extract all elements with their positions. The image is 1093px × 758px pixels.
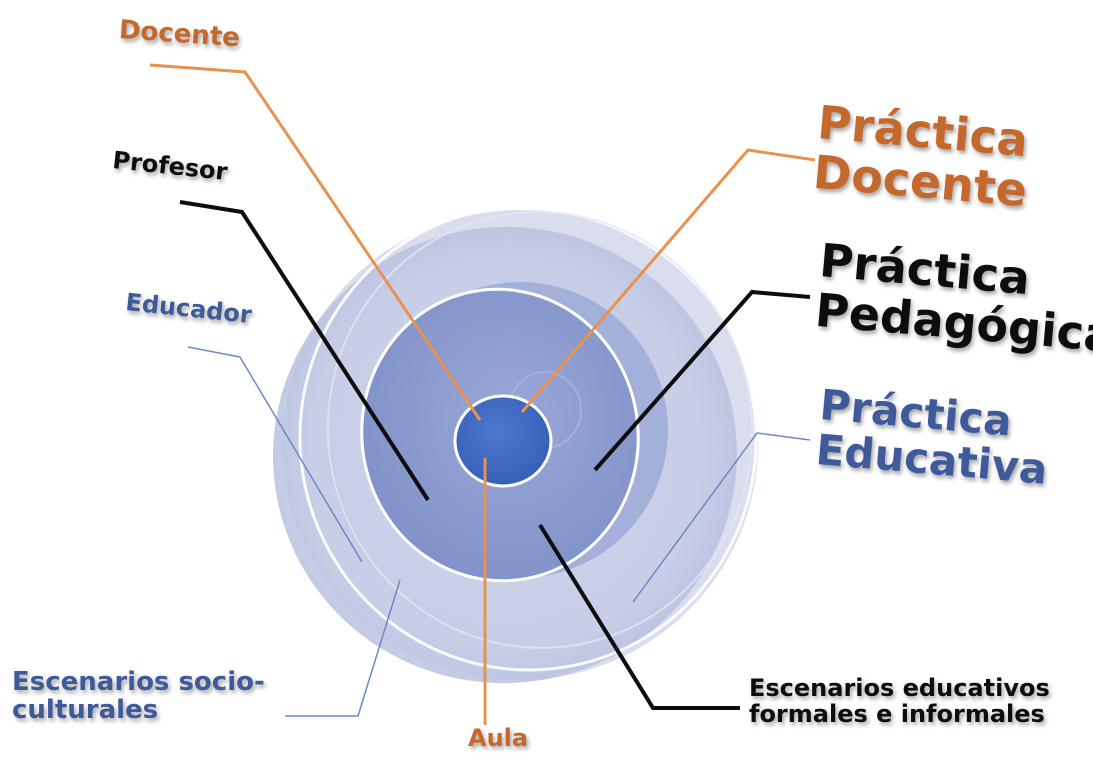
connector-educador (187, 346, 363, 563)
label-escenarios-socioculturales-line2: culturales (12, 695, 159, 726)
label-escenarios-socioculturales-line1: Escenarios socio- (12, 667, 265, 697)
label-practica-educativa: Práctica Educativa (814, 380, 1053, 494)
connector-practica-educativa (632, 432, 811, 603)
label-aula: Aula (468, 724, 529, 752)
connector-practica-docente (520, 148, 816, 413)
label-practica-docente: Práctica Docente (811, 95, 1033, 217)
label-escenarios-educativos: Escenarios educativos formales e informa… (749, 674, 1050, 728)
connector-escenarios-educativos (538, 523, 740, 710)
connector-escenarios-socioculturales (285, 579, 401, 717)
connector-docente (149, 63, 482, 421)
label-escenarios-socioculturales: Escenarios socio- culturales (12, 668, 265, 724)
label-escenarios-educativos-line2: formales e informales (749, 699, 1045, 728)
connector-practica-pedagogica (593, 289, 811, 472)
connector-profesor (179, 200, 430, 502)
inner-disc (453, 394, 553, 488)
connector-lines (149, 63, 816, 725)
label-escenarios-educativos-line1: Escenarios educativos (749, 674, 1050, 702)
